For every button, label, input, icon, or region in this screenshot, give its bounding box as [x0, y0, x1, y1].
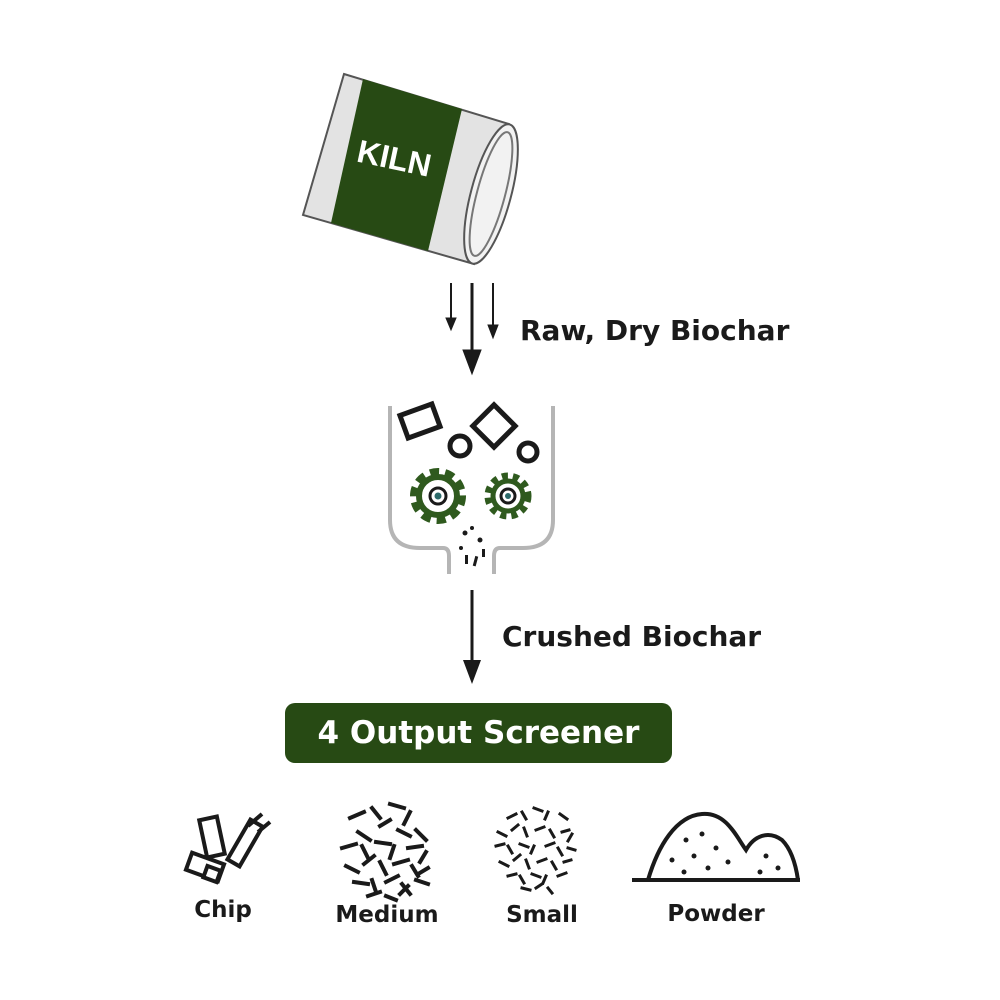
crusher-hopper	[388, 400, 555, 574]
output-label-powder: Powder	[667, 901, 765, 927]
crushed-biochar-arrow	[463, 590, 481, 684]
crusher-gear-right-icon	[484, 472, 532, 520]
raw-dry-biochar-label: Raw, Dry Biochar	[520, 314, 790, 347]
output-label-chip: Chip	[194, 897, 252, 923]
raw-biochar-arrows	[445, 283, 499, 376]
crusher-gear-left-icon	[410, 468, 466, 524]
medium-icon	[339, 801, 431, 903]
powder-icon	[632, 811, 800, 882]
output-screener-label: 4 Output Screener	[317, 715, 640, 751]
output-label-medium: Medium	[335, 902, 439, 928]
output-screener-box: 4 Output Screener	[285, 703, 672, 763]
chip-icon	[183, 812, 272, 885]
output-label-small: Small	[506, 902, 578, 928]
small-icon	[494, 806, 577, 896]
crushed-biochar-label: Crushed Biochar	[502, 620, 762, 653]
kiln-drum: KILN	[301, 72, 519, 266]
